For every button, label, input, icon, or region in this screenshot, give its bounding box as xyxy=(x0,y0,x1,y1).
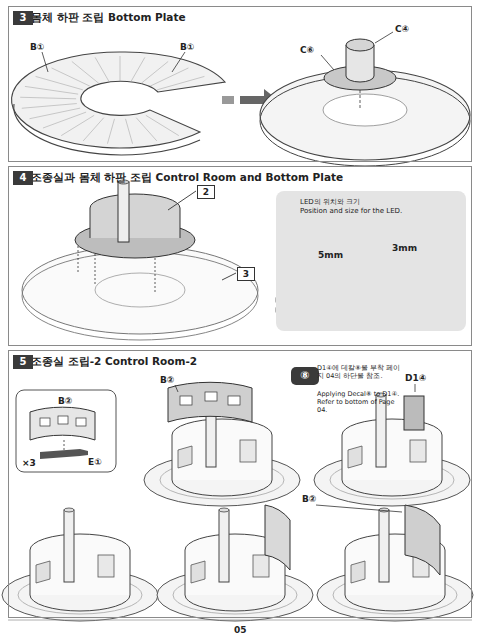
drawing-line xyxy=(36,76,83,89)
drawing-rect xyxy=(180,396,192,405)
drawing-line xyxy=(175,385,178,392)
drawing-rect xyxy=(58,416,68,424)
number-text: 3 xyxy=(238,268,254,280)
drawing-line xyxy=(126,119,133,144)
drawing-ellipse xyxy=(323,94,407,126)
part-label: C④ xyxy=(395,24,409,35)
drawing-line xyxy=(150,68,188,86)
drawing-line xyxy=(155,258,156,292)
step-title: 몸체 하판 조립 Bottom Plate xyxy=(31,10,186,24)
callout-number: 2 xyxy=(197,185,215,199)
drawing-use xyxy=(317,508,473,621)
step-number: 4 xyxy=(13,171,33,185)
decal-icon: ⑧ xyxy=(291,367,319,385)
drawing-path xyxy=(14,104,200,155)
number-text: 5 xyxy=(13,355,33,369)
dimension: 5mm xyxy=(318,250,343,261)
drawing-path xyxy=(40,449,88,459)
decal-note: Applying Decal⑧ to D1④. Refer to bottom … xyxy=(317,390,405,414)
decal-note: D1④에 데칼⑧을 부착 페이지 04의 하단을 참조. xyxy=(317,364,405,380)
drawing-rect xyxy=(76,418,86,426)
step-number: 5 xyxy=(13,355,33,369)
drawing-line xyxy=(168,191,196,210)
drawing-ellipse xyxy=(95,273,185,307)
drawing-line xyxy=(22,104,77,109)
part-label: B② xyxy=(302,494,316,505)
number-text: 3 xyxy=(13,11,33,25)
inset-note: LED의 위치와 크기 xyxy=(300,198,360,207)
callout-number: 3 xyxy=(237,267,255,281)
step-panel: 조종실과 몸체 하판 조립 Control Room and Bottom Pl… xyxy=(8,166,472,346)
drawing-rect xyxy=(40,418,50,426)
drawing-ellipse xyxy=(22,246,258,334)
page-number: 05 xyxy=(234,625,247,636)
drawing-line xyxy=(20,97,76,99)
drawing-ellipse xyxy=(22,252,258,340)
inset-note: Position and size for the LED. xyxy=(300,207,402,216)
drawing-path xyxy=(168,382,252,422)
part-label: B① xyxy=(180,42,194,53)
drawing-path xyxy=(265,505,290,570)
drawing-line xyxy=(61,115,94,135)
drawing-line xyxy=(157,76,204,89)
drawing-path xyxy=(12,52,225,148)
drawing-line xyxy=(146,115,179,135)
drawing-line xyxy=(316,505,402,512)
part-label: E① xyxy=(88,457,102,468)
drawing-rect xyxy=(228,396,240,405)
number-text: 2 xyxy=(198,186,214,198)
drawing-ellipse xyxy=(346,39,374,51)
drawing-line xyxy=(8,620,472,621)
drawing-use xyxy=(2,508,158,621)
part-label: B② xyxy=(58,396,72,407)
drawing-line xyxy=(136,118,157,141)
step-title: 조종실 조립-2 Control Room-2 xyxy=(31,354,197,368)
part-label: B② xyxy=(160,375,174,386)
drawing-line xyxy=(72,61,99,83)
drawing-line xyxy=(222,273,236,280)
drawing-line xyxy=(95,250,96,285)
drawing-line xyxy=(30,108,81,119)
drawing-line xyxy=(375,32,393,43)
led-inset: LED의 위치와 크기Position and size for the LED… xyxy=(276,191,466,331)
drawing-line xyxy=(131,57,145,81)
part-label: B① xyxy=(30,42,44,53)
part-label: D1④ xyxy=(405,373,426,384)
drawing-line xyxy=(83,118,104,141)
drawing-path xyxy=(90,194,180,238)
drawing-line xyxy=(42,52,48,72)
drawing-g xyxy=(20,56,204,144)
step-panel: 조종실 조립-2 Control Room-25 ⑧ xyxy=(8,350,472,618)
drawing-line xyxy=(52,68,90,86)
drawing-path xyxy=(222,96,234,104)
drawing-use xyxy=(314,393,470,506)
drawing-line xyxy=(64,440,65,450)
part-label: C⑥ xyxy=(300,45,314,56)
drawing-path xyxy=(405,505,440,575)
drawing-line xyxy=(25,86,78,94)
drawing-path xyxy=(30,407,95,440)
drawing-rect xyxy=(205,392,217,401)
drawing-line xyxy=(172,52,185,72)
drawing-rect xyxy=(16,390,116,472)
step-title: 조종실과 몸체 하판 조립 Control Room and Bottom Pl… xyxy=(31,170,343,184)
dimension: 3mm xyxy=(392,243,417,254)
drawing-rect xyxy=(404,396,424,430)
quantity: ×3 xyxy=(22,458,36,469)
drawing-rect xyxy=(118,182,129,242)
drawing-line xyxy=(107,119,114,144)
drawing-line xyxy=(141,61,168,83)
drawing-line xyxy=(95,57,109,81)
number-text: ⑧ xyxy=(291,367,319,385)
step-number: 3 xyxy=(13,11,33,25)
drawing-line xyxy=(321,55,334,70)
drawing-line xyxy=(415,384,416,392)
number-text: 4 xyxy=(13,171,33,185)
drawing-line xyxy=(120,56,121,81)
drawing-line xyxy=(360,90,361,110)
